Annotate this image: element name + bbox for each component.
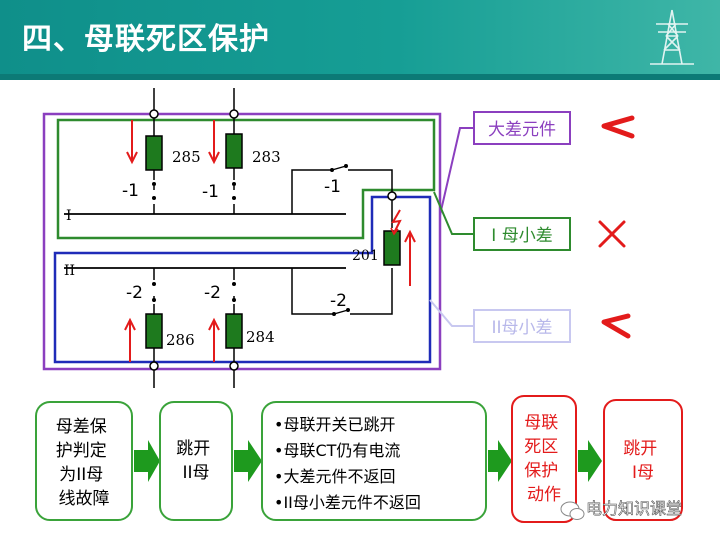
header-strip [0,74,720,80]
bus2-label: II [64,263,75,279]
breaker-286 [145,313,163,349]
bus2-diff-connector [429,299,474,327]
flow1-line3: 为II母 [59,465,103,485]
flow3-line3: •大差元件不返回 [274,467,395,486]
label-201: 201 [352,248,379,264]
flow1-line4: 线故障 [59,489,110,509]
svg-text:跳开 I母: 跳开 I母 [623,439,662,483]
header-bar: 四、母联死区保护 [0,0,720,74]
flow5-line2: I母 [632,463,654,483]
big-diff-label: 大差元件 [488,120,556,140]
label-sw286: -2 [126,283,143,303]
label-286: 286 [166,331,195,349]
big-diff-zone [42,112,442,371]
flow4-line2: 死区 [524,437,558,457]
bus2-diff-label: II母小差 [491,318,552,338]
flow3-line1: •母联开关已跳开 [274,415,395,434]
svg-text:跳开 II母: 跳开 II母 [176,439,215,483]
transmission-tower-icon [650,9,694,65]
breaker-201 [383,230,401,266]
flow-step-conditions [261,401,487,521]
label-sw284: -2 [204,283,221,303]
bus1-diff-box [473,217,571,251]
bus1-diff-connector [433,191,474,235]
bus1-label: I [66,208,72,224]
flow1-line1: 母差保 [56,417,107,437]
flow-arrow-4 [578,440,602,482]
flow-step-trip-bus2 [159,401,233,521]
flow-step-trip-bus1 [603,399,683,521]
flow-step-bus-fault [35,401,133,521]
label-285: 285 [172,148,201,166]
flow3-line2: •母联CT仍有电流 [274,441,400,460]
big-diff-box [473,111,571,145]
flow-arrow-3 [488,440,512,482]
label-284: 284 [246,328,275,346]
flow2-line1: 跳开 [176,439,210,459]
check-icon [601,115,635,139]
flow-step-deadzone-action [511,395,577,523]
flow4-line4: 动作 [527,485,561,505]
label-sw-tie2: -2 [330,291,347,311]
svg-text:•母联开关已跳开 •母联CT仍有电流 •大差: •母联开关已跳开 •母联CT仍有电流 •大差元件不返回 •II母小差元件不返回 [274,415,421,512]
flow5-line1: 跳开 [623,439,657,459]
flow4-line1: 母联 [524,413,558,433]
flow3-line4: •II母小差元件不返回 [274,493,421,512]
cross-icon [598,220,626,248]
flow-arrow-1 [134,440,160,482]
flow1-line2: 护判定 [56,441,107,461]
page-title: 四、母联死区保护 [22,22,270,57]
flow-arrow-2 [234,440,262,482]
svg-text:母差保 护判定 为II母 线故障: 母差保 护判定 为II母 线故障 [56,417,112,509]
bus-tie-201 [291,169,397,315]
bus2-diff-zone [53,195,432,364]
flow4-line3: 保护 [524,461,558,481]
label-sw283: -1 [202,182,219,202]
label-sw285: -1 [122,181,139,201]
bus2-diff-box [473,309,571,343]
svg-text:母联 死区 保护 动作: 母联 死区 保护 动作 [524,413,563,505]
breaker-285 [145,135,163,171]
flow2-line2: II母 [182,463,209,483]
bus1-diff-label: I 母小差 [491,226,552,246]
big-diff-connector [439,127,474,216]
breaker-283 [225,133,243,169]
bus1-diff-zone [56,118,436,240]
fault-lightning-icon [391,209,402,234]
label-283: 283 [252,148,281,166]
breaker-284 [225,313,243,349]
watermark-text: 电力知识课堂 [586,499,682,518]
check-icon [601,313,631,339]
label-sw-tie1: -1 [324,177,341,197]
wechat-icon [560,501,585,520]
